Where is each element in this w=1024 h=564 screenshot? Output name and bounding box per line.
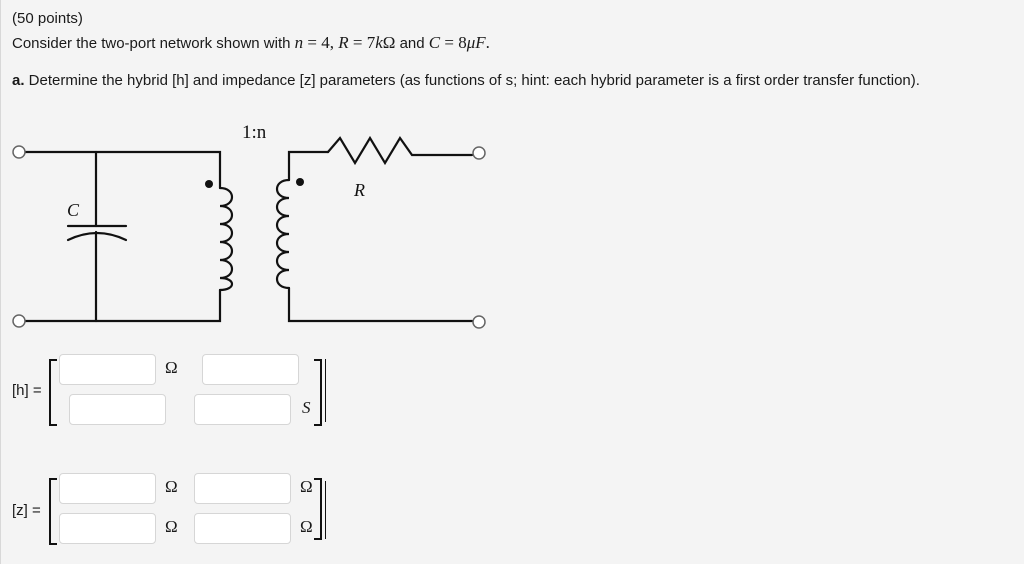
h11-input[interactable]	[59, 354, 156, 385]
z12-unit: Ω	[300, 477, 313, 496]
bottom-left-wire	[23, 288, 222, 323]
secondary-top-wire	[287, 150, 330, 182]
h12-input[interactable]	[202, 354, 299, 385]
capacitor-label: C	[67, 200, 80, 220]
primary-polarity-dot	[205, 180, 213, 188]
z21-input[interactable]	[59, 513, 156, 544]
page-border	[0, 0, 1, 564]
h-right-bar	[325, 359, 326, 422]
h-right-bracket	[314, 359, 322, 426]
turns-ratio-label: 1:n	[242, 122, 267, 143]
h22-input[interactable]	[194, 394, 291, 425]
two-port-circuit-diagram: 1:n C R	[12, 122, 486, 329]
problem-intro: Consider the two-port network shown with…	[12, 33, 490, 52]
port2-top-terminal	[472, 146, 486, 160]
h22-unit: S	[302, 398, 311, 417]
z11-unit: Ω	[165, 477, 178, 496]
secondary-bottom-wire	[287, 286, 474, 323]
resistor	[326, 135, 474, 166]
h11-unit: Ω	[165, 358, 178, 377]
part-a-question: a. Determine the hybrid [h] and impedanc…	[12, 72, 920, 89]
z-right-bracket	[314, 478, 322, 540]
h-matrix-label: [h] =	[12, 382, 42, 399]
secondary-polarity-dot	[296, 178, 304, 186]
port1-bottom-terminal	[12, 314, 26, 328]
h-left-bracket	[49, 359, 57, 426]
port2-bottom-terminal	[472, 315, 486, 329]
z-left-bracket	[49, 478, 57, 545]
primary-coil	[218, 186, 234, 292]
given-values: n = 4, R = 7kΩ	[294, 33, 396, 52]
z12-input[interactable]	[194, 473, 291, 504]
z11-input[interactable]	[59, 473, 156, 504]
points-label: (50 points)	[12, 10, 83, 27]
part-a-text: Determine the hybrid [h] and impedance […	[24, 72, 920, 89]
resistor-label: R	[353, 180, 365, 200]
h21-input[interactable]	[69, 394, 166, 425]
z-matrix-label: [z] =	[12, 502, 41, 519]
port1-top-terminal	[12, 145, 26, 159]
top-left-wire	[23, 150, 222, 190]
z-right-bar	[325, 481, 326, 539]
secondary-coil	[275, 178, 291, 290]
part-a-label: a.	[12, 72, 25, 89]
intro-text: Consider the two-port network shown with	[12, 35, 295, 52]
z21-unit: Ω	[165, 517, 178, 536]
z22-unit: Ω	[300, 517, 313, 536]
z22-input[interactable]	[194, 513, 291, 544]
